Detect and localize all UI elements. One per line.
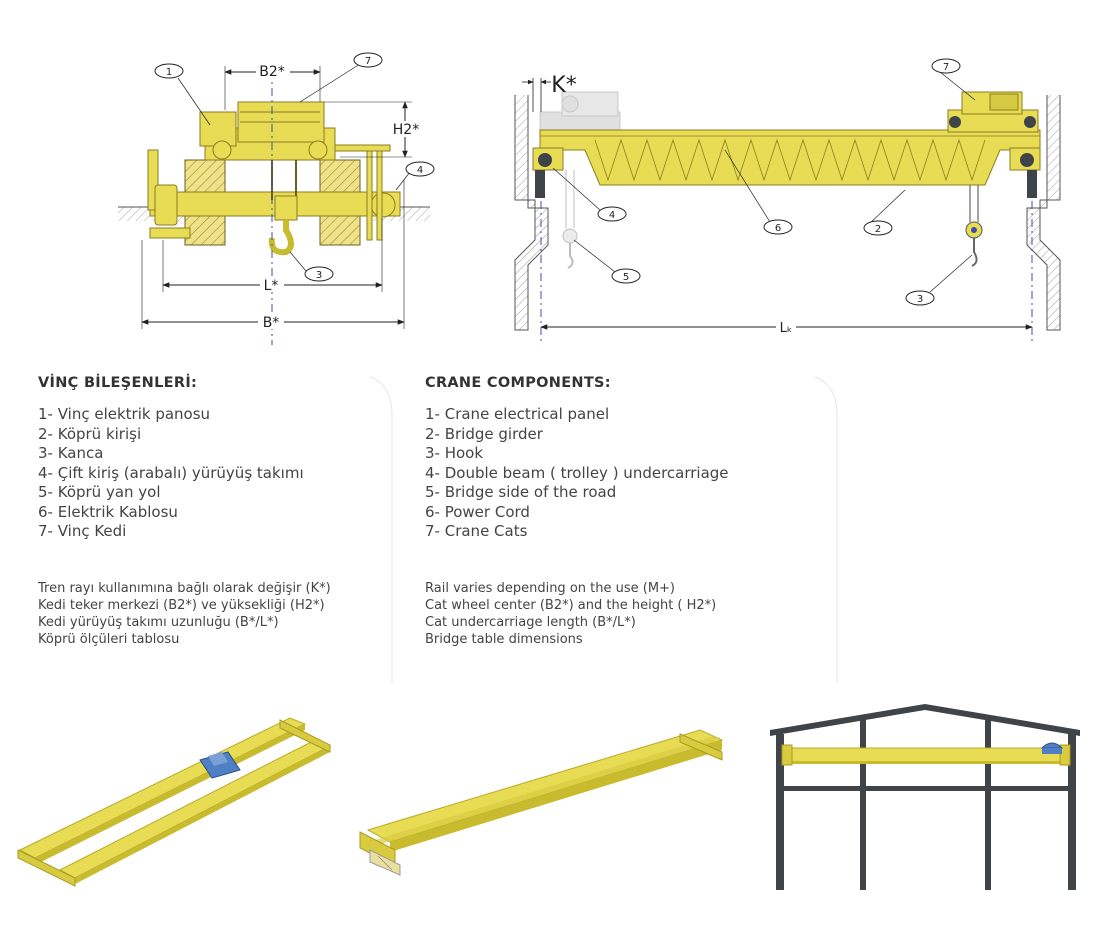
- list-item: 1- Crane electrical panel: [425, 405, 610, 423]
- turkish-components-list: 1- Vinç elektrik panosu 2- Köprü kirişi …: [38, 405, 304, 542]
- dim-b2-label: B2*: [259, 64, 285, 80]
- callout-4-left: 4: [417, 165, 423, 176]
- list-item: 1- Vinç elektrik panosu: [38, 405, 211, 423]
- english-components-title: CRANE COMPONENTS:: [425, 375, 611, 391]
- note-line: Cat undercarriage length (B*/L*): [425, 615, 636, 630]
- list-item: 7- Crane Cats: [425, 522, 528, 540]
- list-item: 5- Köprü yan yol: [38, 483, 161, 501]
- note-line: Bridge table dimensions: [425, 632, 583, 647]
- callout-1-left: 1: [166, 67, 172, 78]
- crane-in-building-render: [770, 704, 1080, 890]
- callout-3-right: 3: [917, 294, 923, 305]
- dim-b-label: B*: [263, 315, 280, 331]
- callout-7-left: 7: [365, 56, 371, 67]
- crane-renders: [17, 704, 1080, 890]
- list-item: 6- Power Cord: [425, 502, 530, 521]
- dim-lk-label: Lₖ: [780, 321, 793, 336]
- dim-h2-label: H2*: [393, 122, 419, 138]
- list-item: 3- Kanca: [38, 444, 104, 462]
- list-item: 2- Köprü kirişi: [38, 424, 142, 443]
- english-notes: Rail varies depending on the use (M+) Ca…: [425, 580, 716, 648]
- dim-k-label: K*: [551, 73, 576, 98]
- note-line: Kedi yürüyüş takımı uzunluğu (B*/L*): [38, 615, 279, 630]
- list-item: 4- Çift kiriş (arabalı) yürüyüş takımı: [38, 463, 304, 482]
- callout-7-right: 7: [943, 62, 949, 73]
- side-view-drawing: B2* H2* L* B* 1 7 4 3: [118, 52, 435, 345]
- list-item: 6- Elektrik Kablosu: [38, 502, 178, 521]
- callout-5-right: 5: [623, 272, 629, 283]
- callout-6-right: 6: [775, 223, 781, 234]
- note-line: Rail varies depending on the use (M+): [425, 581, 676, 596]
- single-girder-crane-render: [359, 729, 724, 876]
- list-item: 3- Hook: [425, 444, 484, 462]
- callout-4-right: 4: [609, 210, 615, 221]
- note-line: Cat wheel center (B2*) and the height ( …: [425, 598, 717, 613]
- turkish-components-title: VİNÇ BİLEŞENLERİ:: [38, 375, 198, 391]
- list-item: 4- Double beam ( trolley ) undercarriage: [425, 463, 729, 482]
- list-item: 2- Bridge girder: [425, 424, 543, 443]
- section-divider-right: [815, 376, 838, 683]
- english-components-list: 1- Crane electrical panel 2- Bridge gird…: [425, 405, 729, 542]
- crane-technical-drawings: B2* H2* L* B* 1 7 4 3: [118, 52, 1061, 345]
- turkish-notes: Tren rayı kullanımına bağlı olarak değiş…: [38, 580, 331, 648]
- callout-2-right: 2: [875, 224, 881, 235]
- note-line: Köprü ölçüleri tablosu: [38, 632, 180, 647]
- callout-3-left: 3: [316, 270, 322, 281]
- note-line: Tren rayı kullanımına bağlı olarak değiş…: [38, 581, 331, 596]
- list-item: 7- Vinç Kedi: [38, 522, 127, 540]
- dim-l-label: L*: [264, 278, 279, 294]
- double-girder-crane-render: [17, 717, 332, 887]
- list-item: 5- Bridge side of the road: [425, 483, 617, 501]
- note-line: Kedi teker merkezi (B2*) ve yüksekliği (…: [38, 598, 325, 613]
- section-divider-left: [370, 376, 393, 683]
- front-view-drawing: K* Lₖ 7 4 5 6 2 3: [514, 58, 1061, 345]
